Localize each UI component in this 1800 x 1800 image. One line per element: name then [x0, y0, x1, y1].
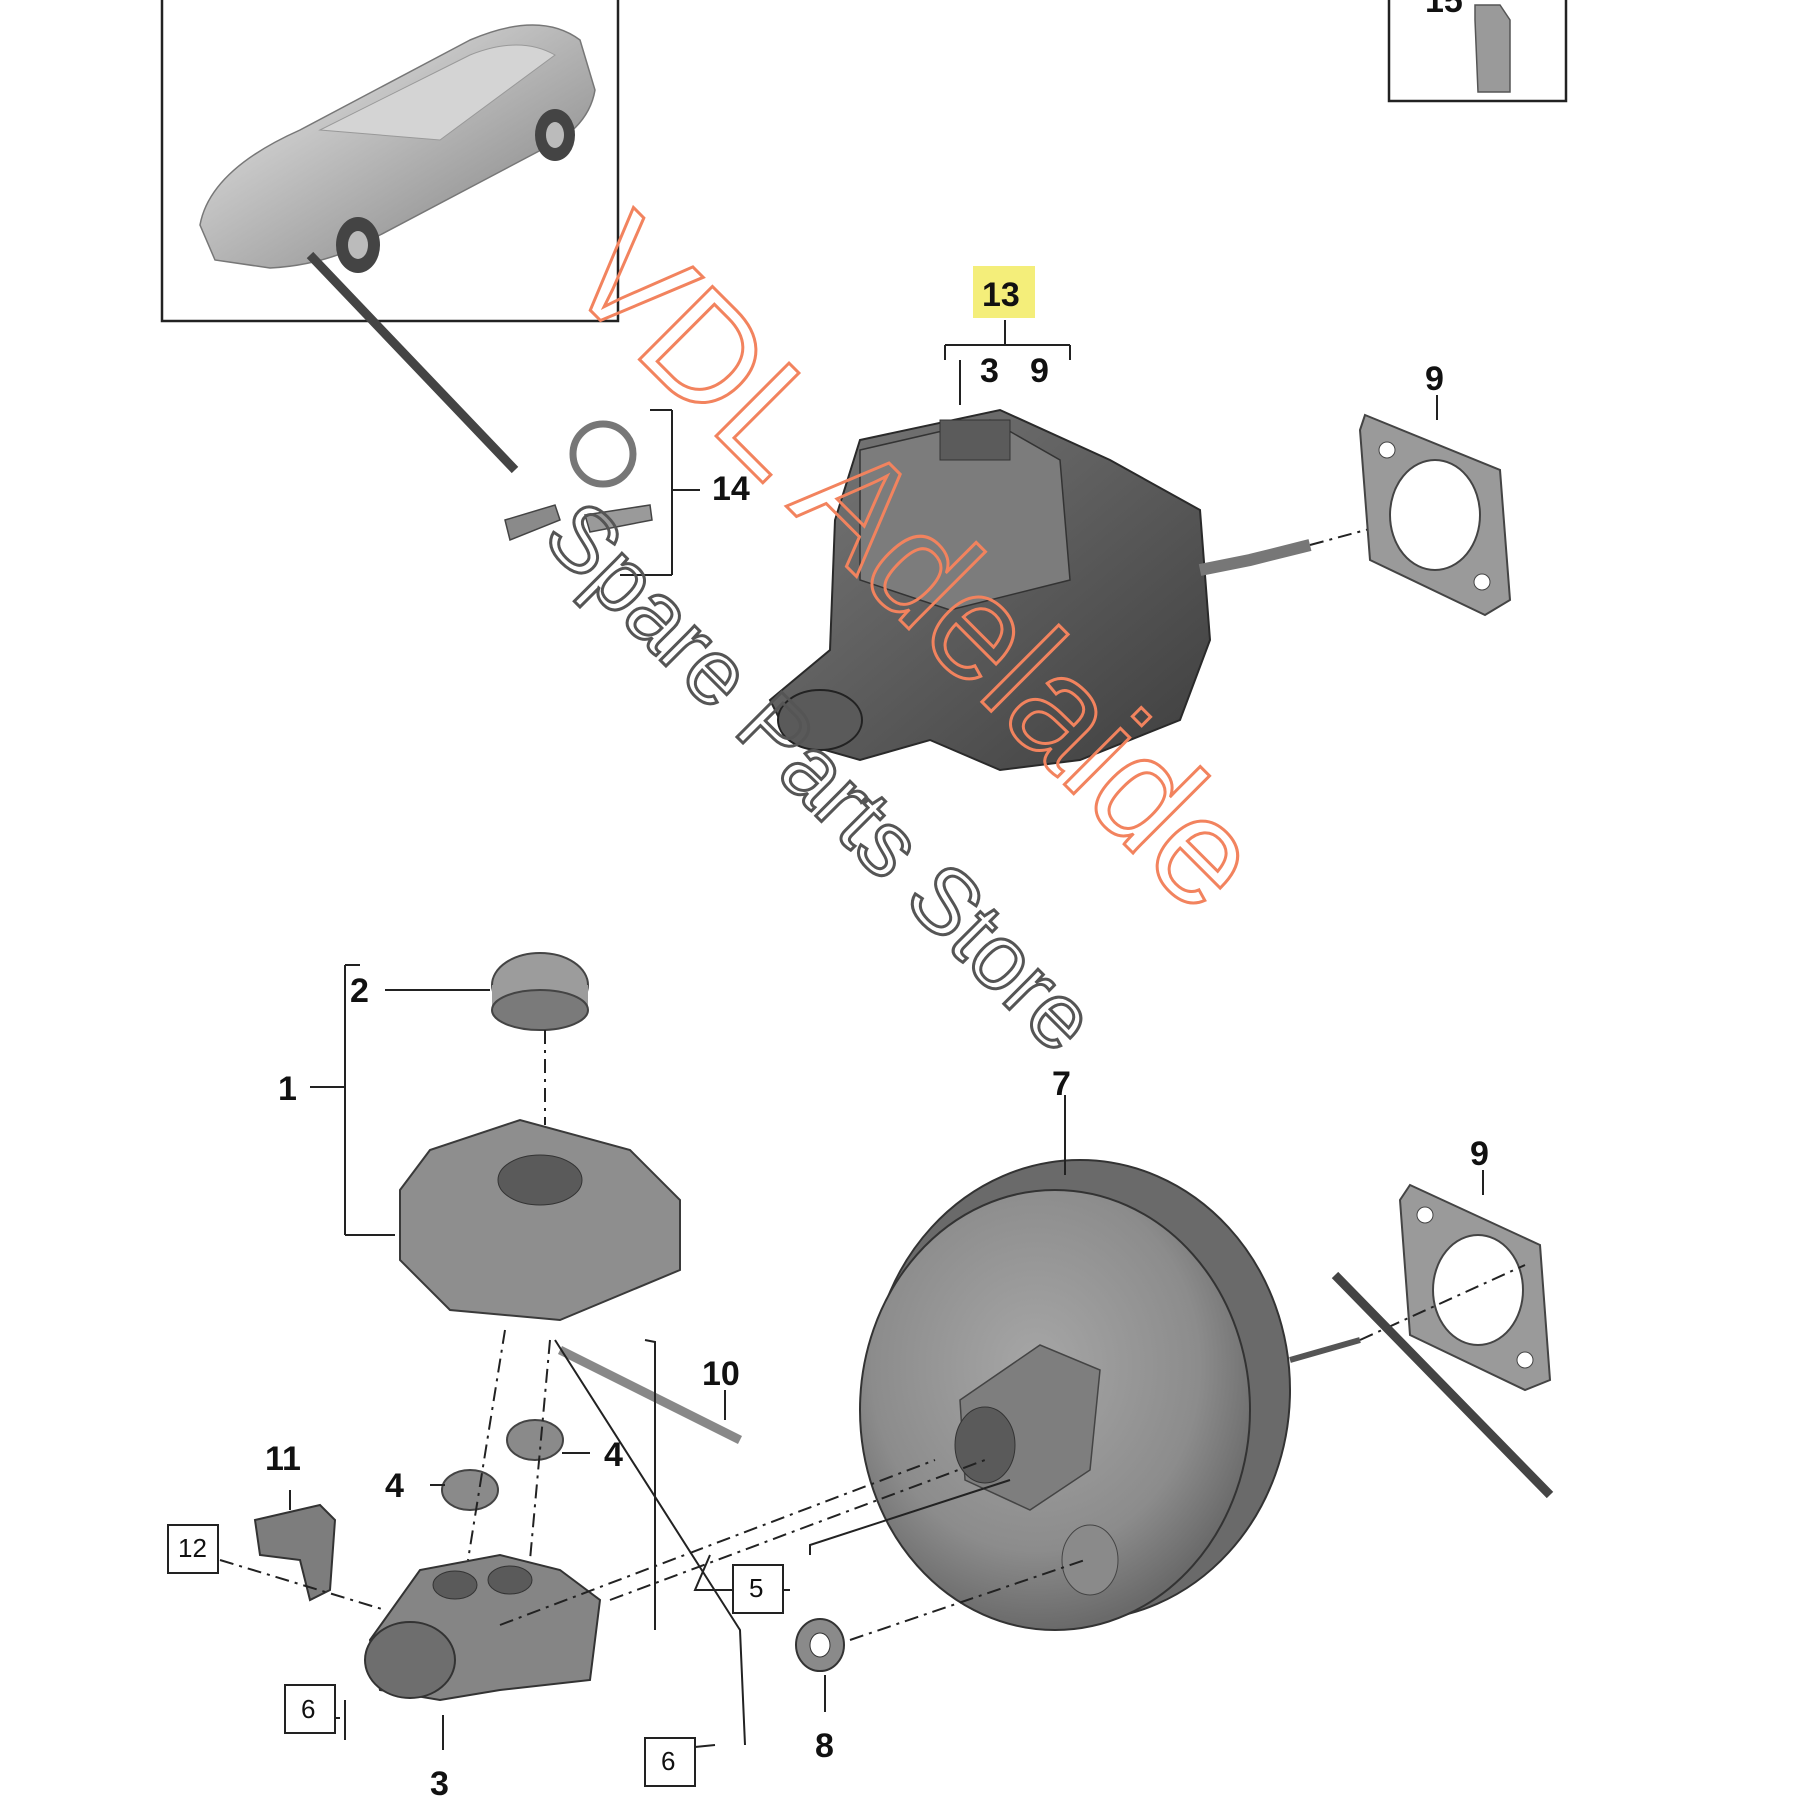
callout-13-highlight [973, 266, 1035, 318]
vehicle-illustration [199, 24, 596, 273]
master-cylinder [364, 1459, 986, 1702]
callout-13-sub-3: 3 [980, 352, 999, 390]
callout-3: 3 [430, 1765, 449, 1800]
watermark-slash-upper [306, 251, 519, 474]
callout-13-sub-9: 9 [1030, 352, 1049, 390]
grommets [430, 1329, 590, 1561]
callout-11: 11 [265, 1440, 301, 1478]
callout-7: 7 [1052, 1065, 1071, 1103]
callout-2: 2 [350, 972, 369, 1010]
boxed-callout-12-border [167, 1524, 219, 1574]
pressure-sensor [219, 1490, 386, 1611]
callout-13: 13 [982, 276, 1020, 314]
brake-booster [859, 1159, 1526, 1631]
gasket-upper [1358, 413, 1512, 617]
boxed-callout-12: 12 [178, 1533, 207, 1563]
boxed-callout-6-left-border [284, 1684, 336, 1734]
callout-4-left: 4 [385, 1467, 404, 1505]
watermark-slash-lower [1331, 1271, 1554, 1499]
boxed-callout-6-left: 6 [301, 1694, 315, 1724]
grommet-left [441, 1469, 499, 1511]
callout-14: 14 [712, 470, 750, 508]
boxed-callout-6-right: 6 [661, 1746, 675, 1776]
seal-and-bolt-set [504, 409, 700, 576]
grommet-right [506, 1419, 564, 1461]
callout-9-upper: 9 [1425, 360, 1444, 398]
callout-9-lower: 9 [1470, 1135, 1489, 1173]
boxed-callout-5: 5 [749, 1573, 763, 1603]
vehicle-reference-frame [160, 0, 620, 323]
brake-fluid-box-border [1387, 0, 1568, 103]
boxed-callouts: 12 5 6 6 [167, 1524, 784, 1787]
reservoir-body [399, 1118, 681, 1322]
control-unit-port [777, 689, 863, 751]
fluid-reservoir-assembly [310, 952, 681, 1322]
callout-10: 10 [702, 1355, 740, 1393]
callout-8: 8 [815, 1727, 834, 1765]
seal-ring [795, 1559, 1086, 1712]
callout-4-right: 4 [604, 1436, 623, 1474]
callout-1: 1 [278, 1070, 297, 1108]
sealing-ring [569, 420, 637, 488]
boxed-callout-6-right-border [644, 1737, 696, 1787]
brake-fluid-bottle [1474, 4, 1511, 93]
callout-15: 15 [1425, 0, 1463, 20]
boxed-callout-5-border [732, 1564, 784, 1614]
callouts: 13 3 9 14 9 9 7 2 1 10 11 4 4 8 3 [265, 266, 1489, 1800]
stud-bolt [557, 1345, 743, 1445]
vehicle-frame-border [160, 0, 620, 323]
mounting-bolt [504, 504, 561, 542]
brake-fluid-box: 15 [1387, 0, 1568, 103]
brake-control-unit [768, 408, 1441, 772]
